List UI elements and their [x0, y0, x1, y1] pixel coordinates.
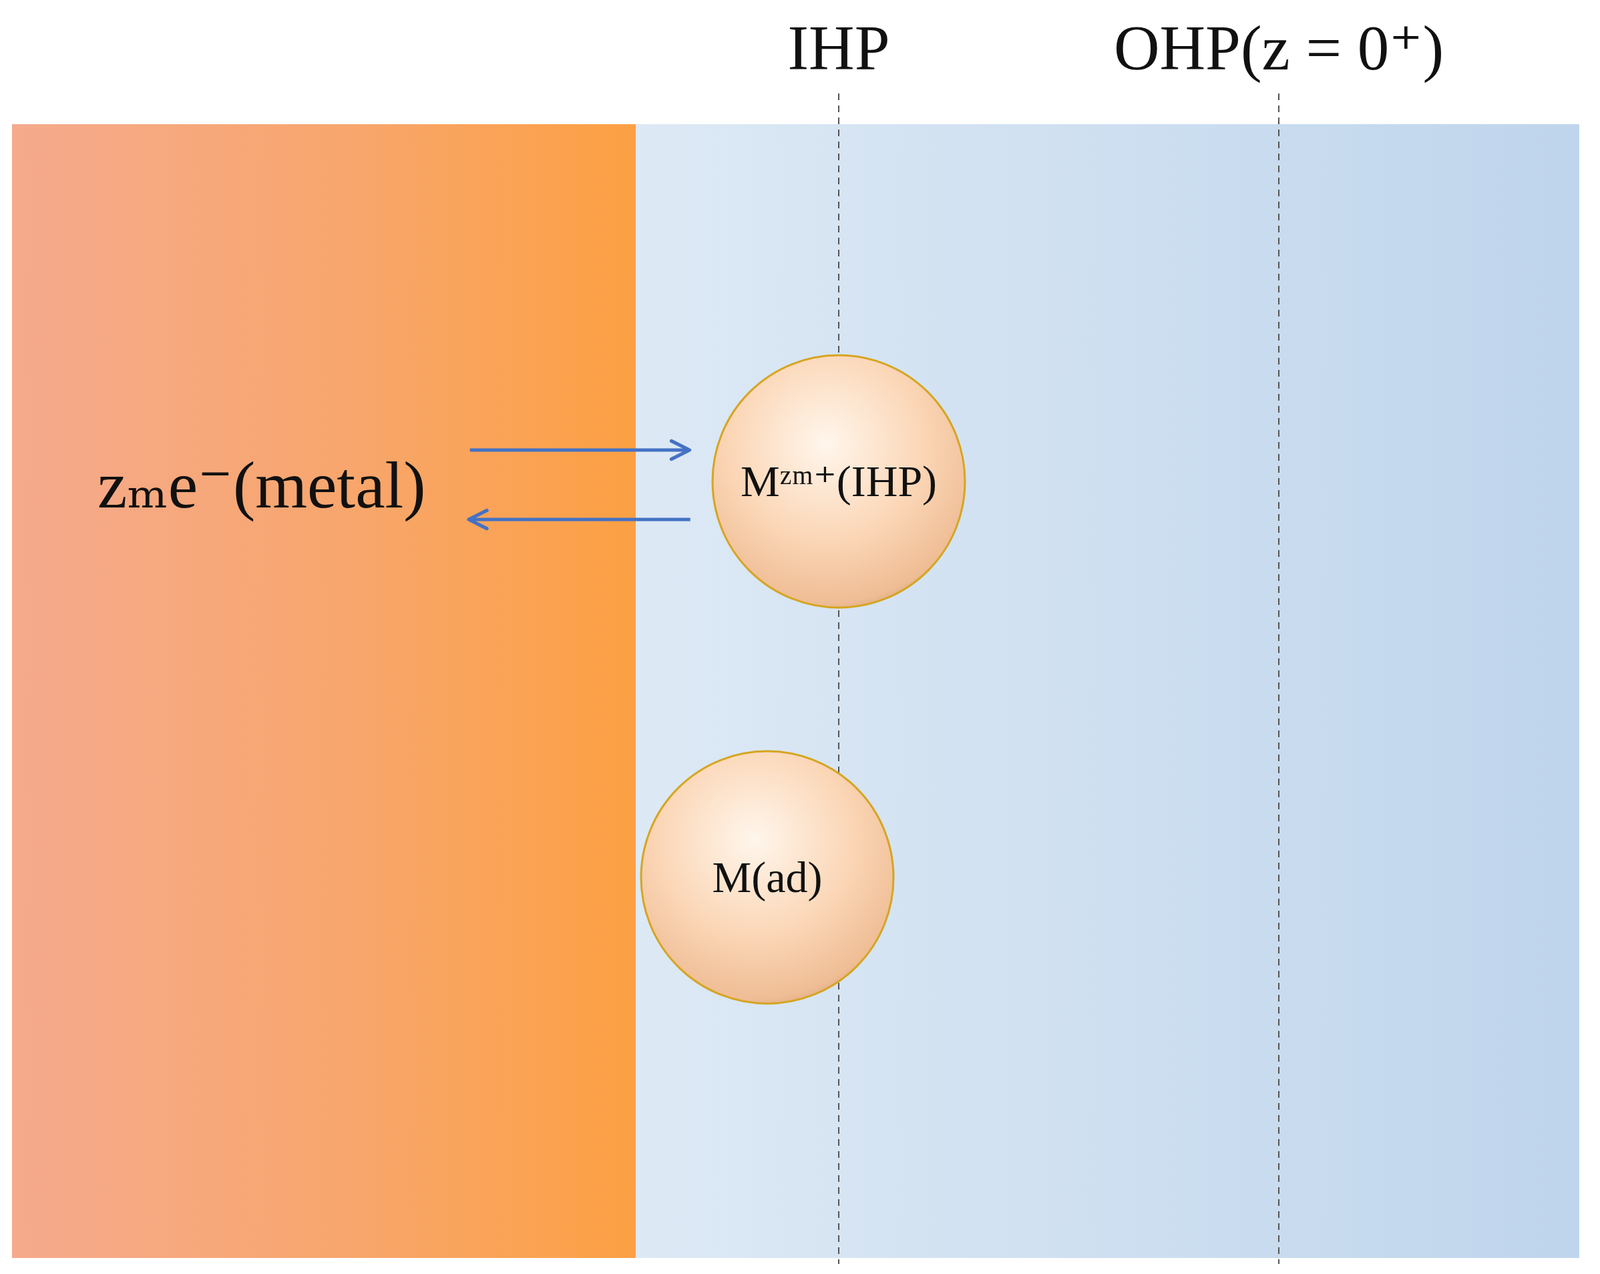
transfer-arrow [470, 518, 691, 522]
transfer-arrow [470, 448, 689, 453]
plane-label: IHP [787, 12, 890, 85]
ohp-plane-line [1278, 93, 1280, 1265]
ihp-plane-line [838, 93, 840, 1265]
metal-electrons-label-box: zₘe⁻(metal) [92, 442, 432, 528]
node-text: Mᶻᵐ⁺(IHP) [740, 456, 937, 507]
plane-label: OHP(z = 0⁺) [1113, 12, 1444, 85]
metal-region [12, 124, 636, 1259]
node-text: zₘe⁻(metal) [97, 446, 427, 524]
ion-circle: Mᶻᵐ⁺(IHP) [711, 353, 967, 610]
adatom-circle: M(ad) [639, 749, 895, 1006]
node-text: M(ad) [712, 852, 823, 903]
circle-shape [641, 751, 894, 1004]
circle-shape [712, 355, 965, 608]
solution-region [635, 124, 1580, 1259]
